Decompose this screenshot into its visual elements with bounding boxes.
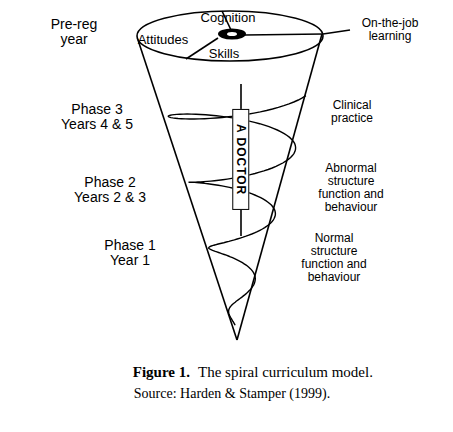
phase-label: Phase 2 Years 2 & 3 [66, 175, 154, 206]
stage-label: Normal structure function and behaviour [294, 232, 374, 285]
cone-left-edge [138, 40, 237, 340]
sector-label: Skills [199, 47, 249, 61]
stage-label: On-the-job learning [354, 17, 426, 43]
phase-label: Phase 1 Year 1 [94, 238, 166, 269]
sector-divider [245, 34, 323, 35]
stage-label: Clinical practice [321, 99, 383, 125]
phase-label: Phase 3 Years 4 & 5 [54, 102, 140, 133]
figure-caption: The spiral curriculum model. [198, 364, 373, 381]
figure-number: Figure 1. [133, 364, 190, 381]
stage-label: Abnormal structure function and behaviou… [311, 162, 391, 215]
spiral-path [168, 96, 306, 326]
centre-hole [227, 32, 237, 36]
centre-ring [218, 29, 246, 40]
leader-line [323, 30, 350, 34]
cone-right-edge [237, 34, 322, 340]
vertical-title: A DOCTOR [232, 109, 249, 210]
sector-label: Attitudes [128, 33, 198, 47]
sector-label: Cognition [188, 11, 268, 25]
source-note: Source: Harden & Stamper (1999). [134, 386, 330, 401]
phase-label: Pre-reg year [43, 17, 105, 48]
